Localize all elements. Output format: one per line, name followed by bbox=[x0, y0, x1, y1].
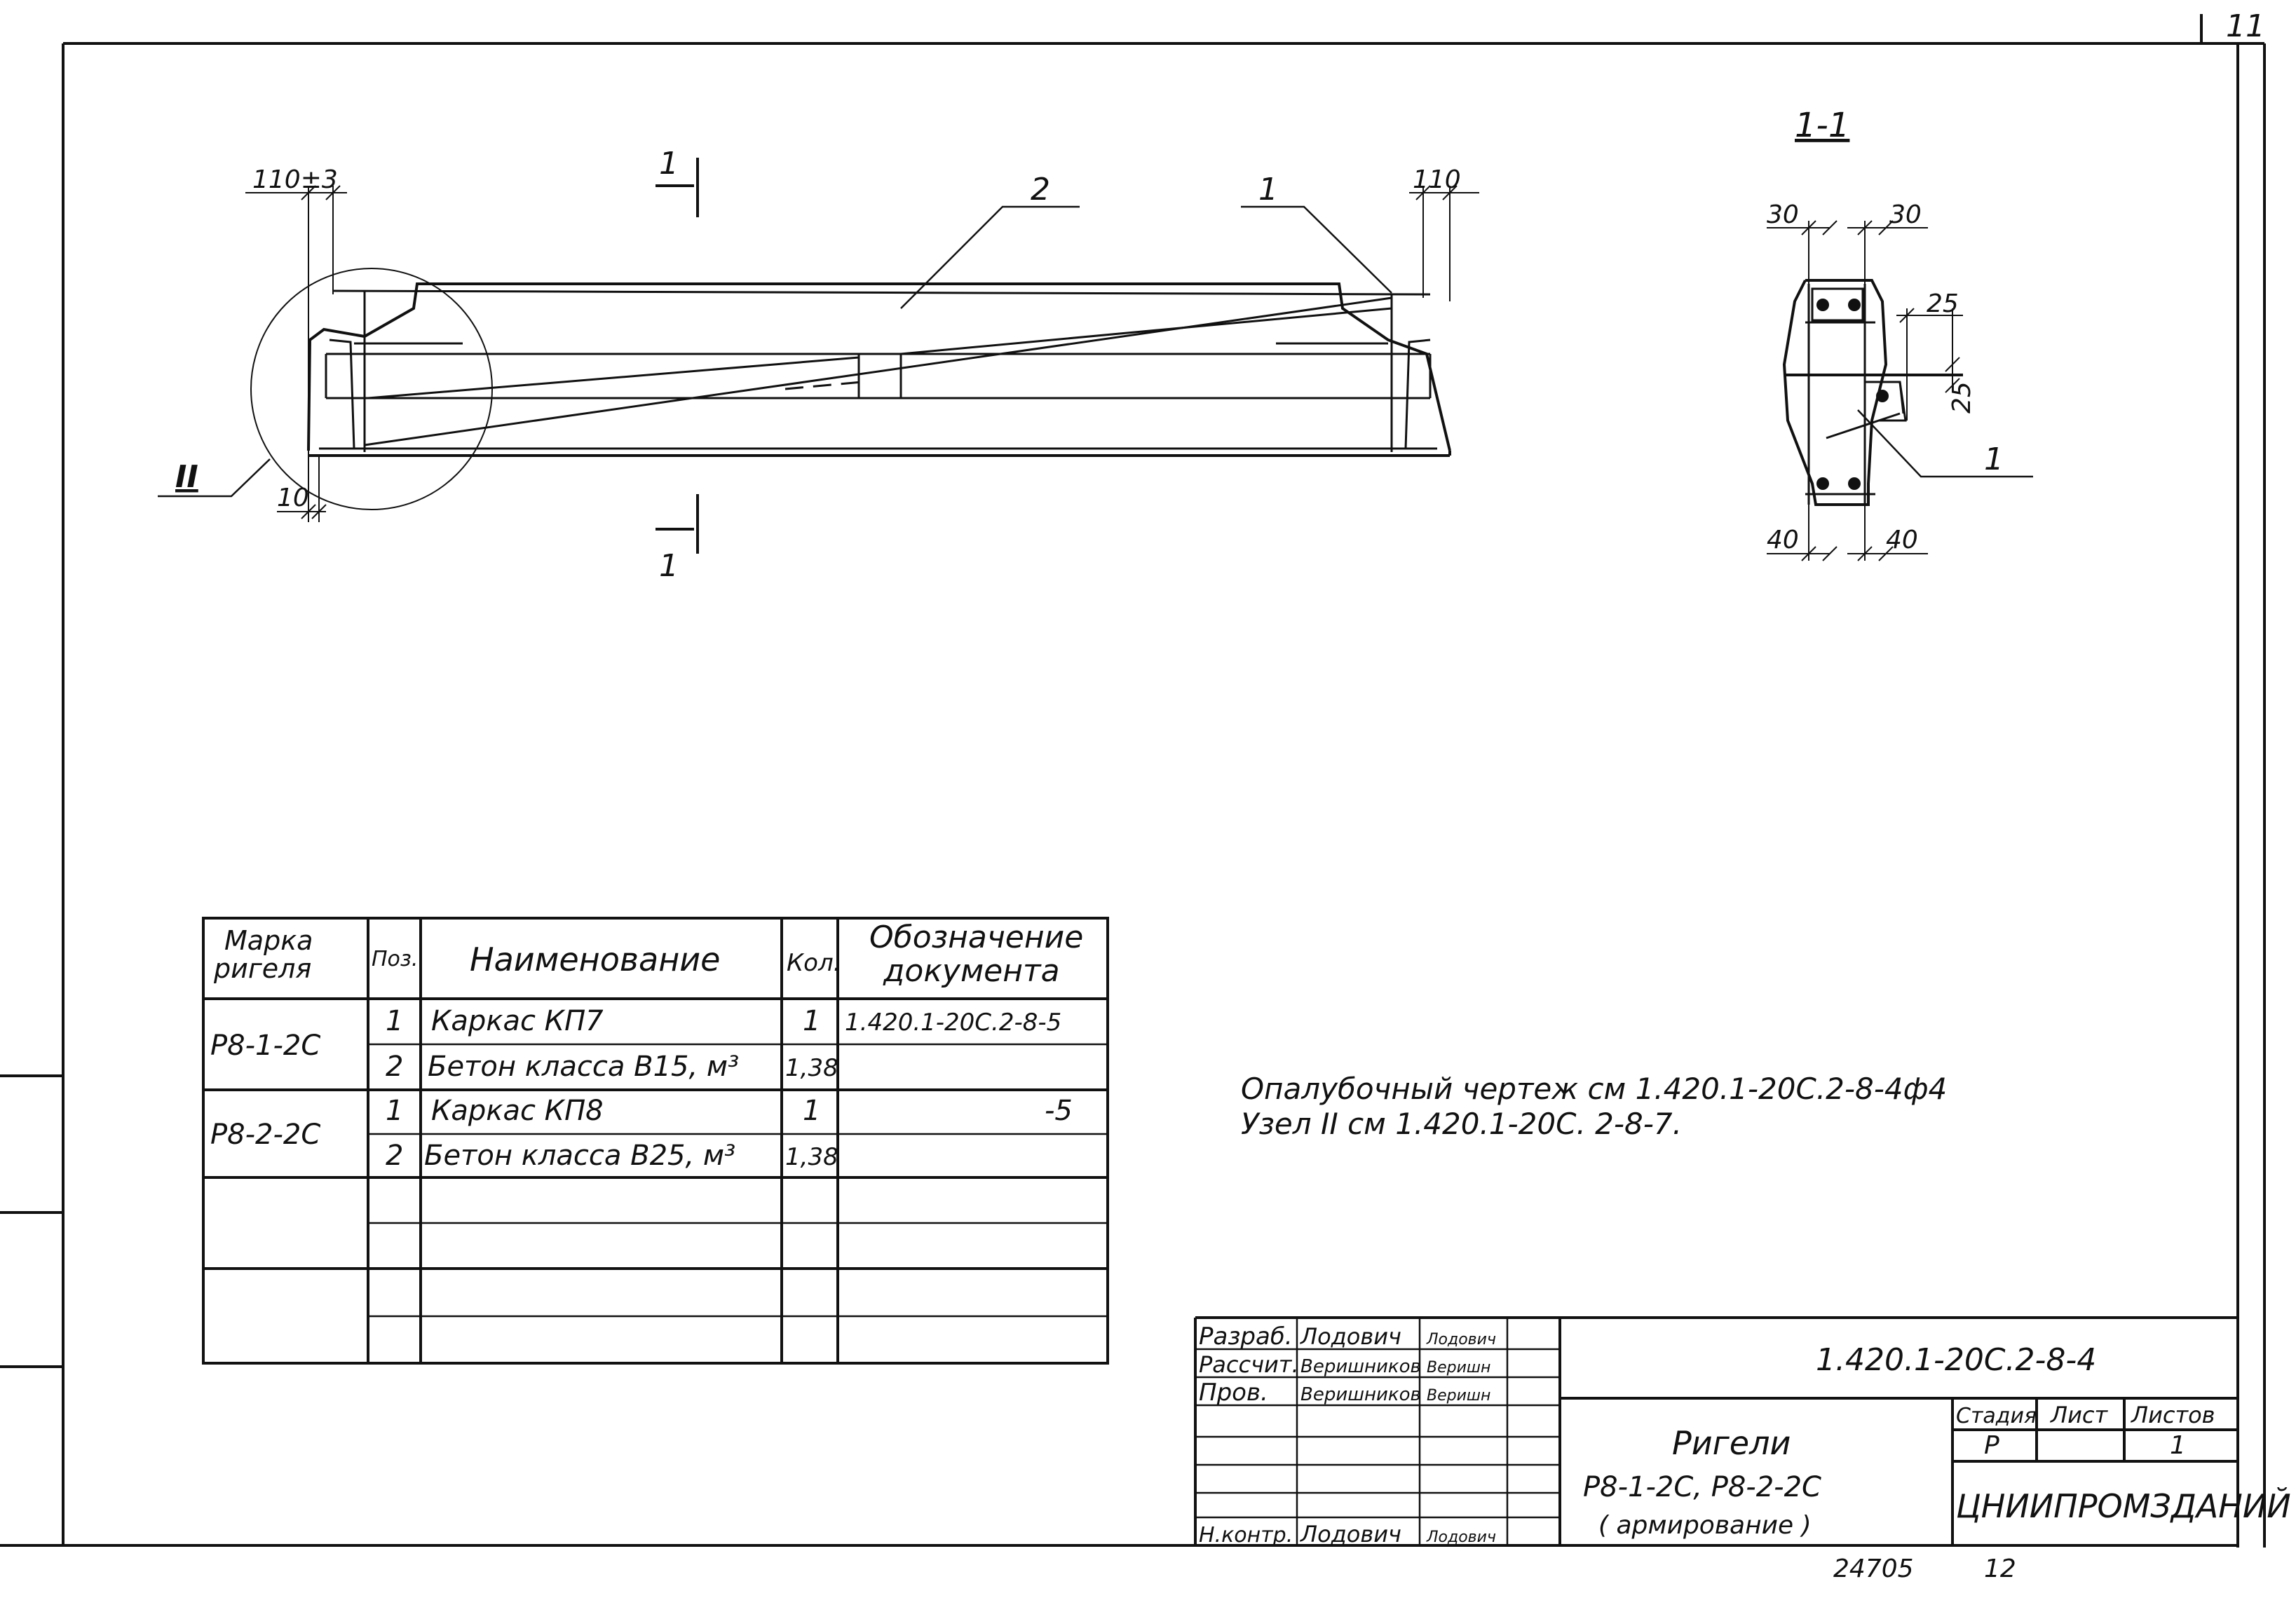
group-2-mark: Р8-2-2С bbox=[210, 1119, 320, 1151]
dim-top-right: 30 bbox=[1889, 200, 1922, 229]
section-leader bbox=[1857, 409, 2033, 478]
header-doc-line1: Обозначение bbox=[869, 920, 1083, 955]
note-2: Узел II см 1.420.1-20С. 2-8-7. bbox=[1241, 1107, 1682, 1141]
elevation-dimensions bbox=[245, 185, 1479, 522]
section-bars bbox=[1816, 299, 1889, 490]
section-leader-label: 1 bbox=[1984, 442, 2004, 477]
node-ii-circle bbox=[250, 268, 493, 510]
dim-bottom-left: 40 bbox=[1767, 526, 1799, 554]
leader-label-2: 2 bbox=[1031, 172, 1050, 207]
role-7: Н.контр. bbox=[1199, 1523, 1293, 1548]
role-1: Разраб. bbox=[1199, 1323, 1293, 1351]
node-mark-label: II bbox=[175, 459, 198, 495]
role-3-sign: Веришн bbox=[1427, 1387, 1490, 1405]
group-1-row-2-name: Бетон класса В15, м³ bbox=[428, 1051, 739, 1083]
title-block: Разраб. Лодович Лодович Рассчит. Веришни… bbox=[1194, 1316, 2291, 1583]
header-doc-line2: документа bbox=[883, 953, 1060, 989]
page-number: 12 bbox=[1984, 1555, 2016, 1583]
dim-right-top: 25 bbox=[1927, 289, 1959, 318]
section-rebar bbox=[1805, 284, 1907, 505]
role-2-name: Веришников bbox=[1300, 1356, 1421, 1377]
beam-outline bbox=[307, 282, 1451, 457]
organization: ЦНИИПРОМЗДАНИЙ bbox=[1956, 1487, 2291, 1525]
group-1-row-1-pos: 1 bbox=[386, 1005, 403, 1037]
group-2-row-2-name: Бетон класса В25, м³ bbox=[424, 1140, 735, 1172]
stage-label: Стадия bbox=[1956, 1404, 2037, 1428]
group-1-row-2-pos: 2 bbox=[386, 1051, 403, 1083]
section-mark-bottom: 1 bbox=[659, 548, 679, 584]
role-2-sign: Веришн bbox=[1427, 1359, 1490, 1377]
note-1: Опалубочный чертеж см 1.420.1-20С.2-8-4ф… bbox=[1241, 1072, 1947, 1106]
section-dimensions bbox=[1767, 220, 1963, 561]
inventory-number: 24705 bbox=[1833, 1555, 1914, 1583]
header-mark-line1: Марка bbox=[224, 925, 313, 956]
document-designation: 1.420.1-20С.2-8-4 bbox=[1816, 1342, 2096, 1378]
dim-bottom-right: 40 bbox=[1886, 526, 1918, 554]
title-line-2: Р8-1-2С, Р8-2-2С bbox=[1583, 1471, 1821, 1503]
dim-left-bottom: 10 bbox=[277, 484, 309, 512]
section-mark-top: 1 bbox=[659, 146, 679, 182]
group-2-row-2-qty: 1,38 bbox=[785, 1143, 838, 1171]
elevation-leaders bbox=[158, 205, 1392, 498]
group-1-row-1-name: Каркас КП7 bbox=[431, 1005, 604, 1037]
group-2-row-1-name: Каркас КП8 bbox=[431, 1095, 604, 1127]
title-line-1: Ригели bbox=[1672, 1424, 1791, 1462]
sheets-value: 1 bbox=[2170, 1431, 2186, 1460]
dim-left-top: 110±3 bbox=[252, 165, 338, 194]
role-3: Пров. bbox=[1199, 1379, 1268, 1407]
group-2-row-1-doc: -5 bbox=[1045, 1095, 1073, 1127]
dim-top-left: 30 bbox=[1767, 200, 1799, 229]
section-title: 1-1 bbox=[1795, 106, 1849, 145]
role-1-sign: Лодович bbox=[1426, 1331, 1496, 1348]
group-1-row-1-doc: 1.420.1-20С.2-8-5 bbox=[845, 1009, 1061, 1037]
role-3-name: Веришников bbox=[1300, 1384, 1421, 1405]
leader-label-1: 1 bbox=[1258, 172, 1278, 207]
group-2-row-1-qty: 1 bbox=[803, 1095, 820, 1127]
notes: Опалубочный чертеж см 1.420.1-20С.2-8-4ф… bbox=[1241, 1072, 1947, 1141]
spec-table: Марка ригеля Поз. Наименование Кол. Обоз… bbox=[202, 917, 1109, 1365]
sheet-label: Лист bbox=[2050, 1402, 2108, 1428]
header-qty: Кол. bbox=[787, 949, 841, 977]
role-7-sign: Лодович bbox=[1426, 1529, 1496, 1546]
header-name: Наименование bbox=[470, 941, 720, 978]
role-1-name: Лодович bbox=[1300, 1323, 1401, 1350]
corner-page-number: 11 bbox=[2226, 8, 2265, 44]
section-cut-marks bbox=[655, 158, 699, 554]
reinforcement-cage bbox=[319, 289, 1437, 452]
group-1-row-2-qty: 1,38 bbox=[785, 1054, 838, 1082]
dim-right-top: 110 bbox=[1413, 165, 1461, 194]
section-1-1: 1-1 bbox=[1767, 106, 2033, 561]
header-pos: Поз. bbox=[372, 947, 418, 971]
stage-value: Р bbox=[1984, 1431, 1999, 1460]
group-1-row-1-qty: 1 bbox=[803, 1005, 820, 1037]
role-7-name: Лодович bbox=[1300, 1521, 1401, 1548]
group-2-row-2-pos: 2 bbox=[386, 1140, 403, 1172]
role-2: Рассчит. bbox=[1199, 1351, 1299, 1378]
group-1-mark: Р8-1-2С bbox=[210, 1030, 320, 1062]
group-2-row-1-pos: 1 bbox=[386, 1095, 403, 1127]
header-mark-line2: ригеля bbox=[213, 953, 311, 984]
sheets-label: Листов bbox=[2131, 1402, 2215, 1428]
section-outline bbox=[1782, 279, 1963, 506]
beam-elevation: 110±3 10 110 1 1 1 2 II bbox=[158, 146, 1479, 584]
dim-right-side: 25 bbox=[1948, 381, 1976, 414]
title-line-3: ( армирование ) bbox=[1598, 1511, 1812, 1540]
sheet-frame bbox=[0, 14, 2266, 1548]
